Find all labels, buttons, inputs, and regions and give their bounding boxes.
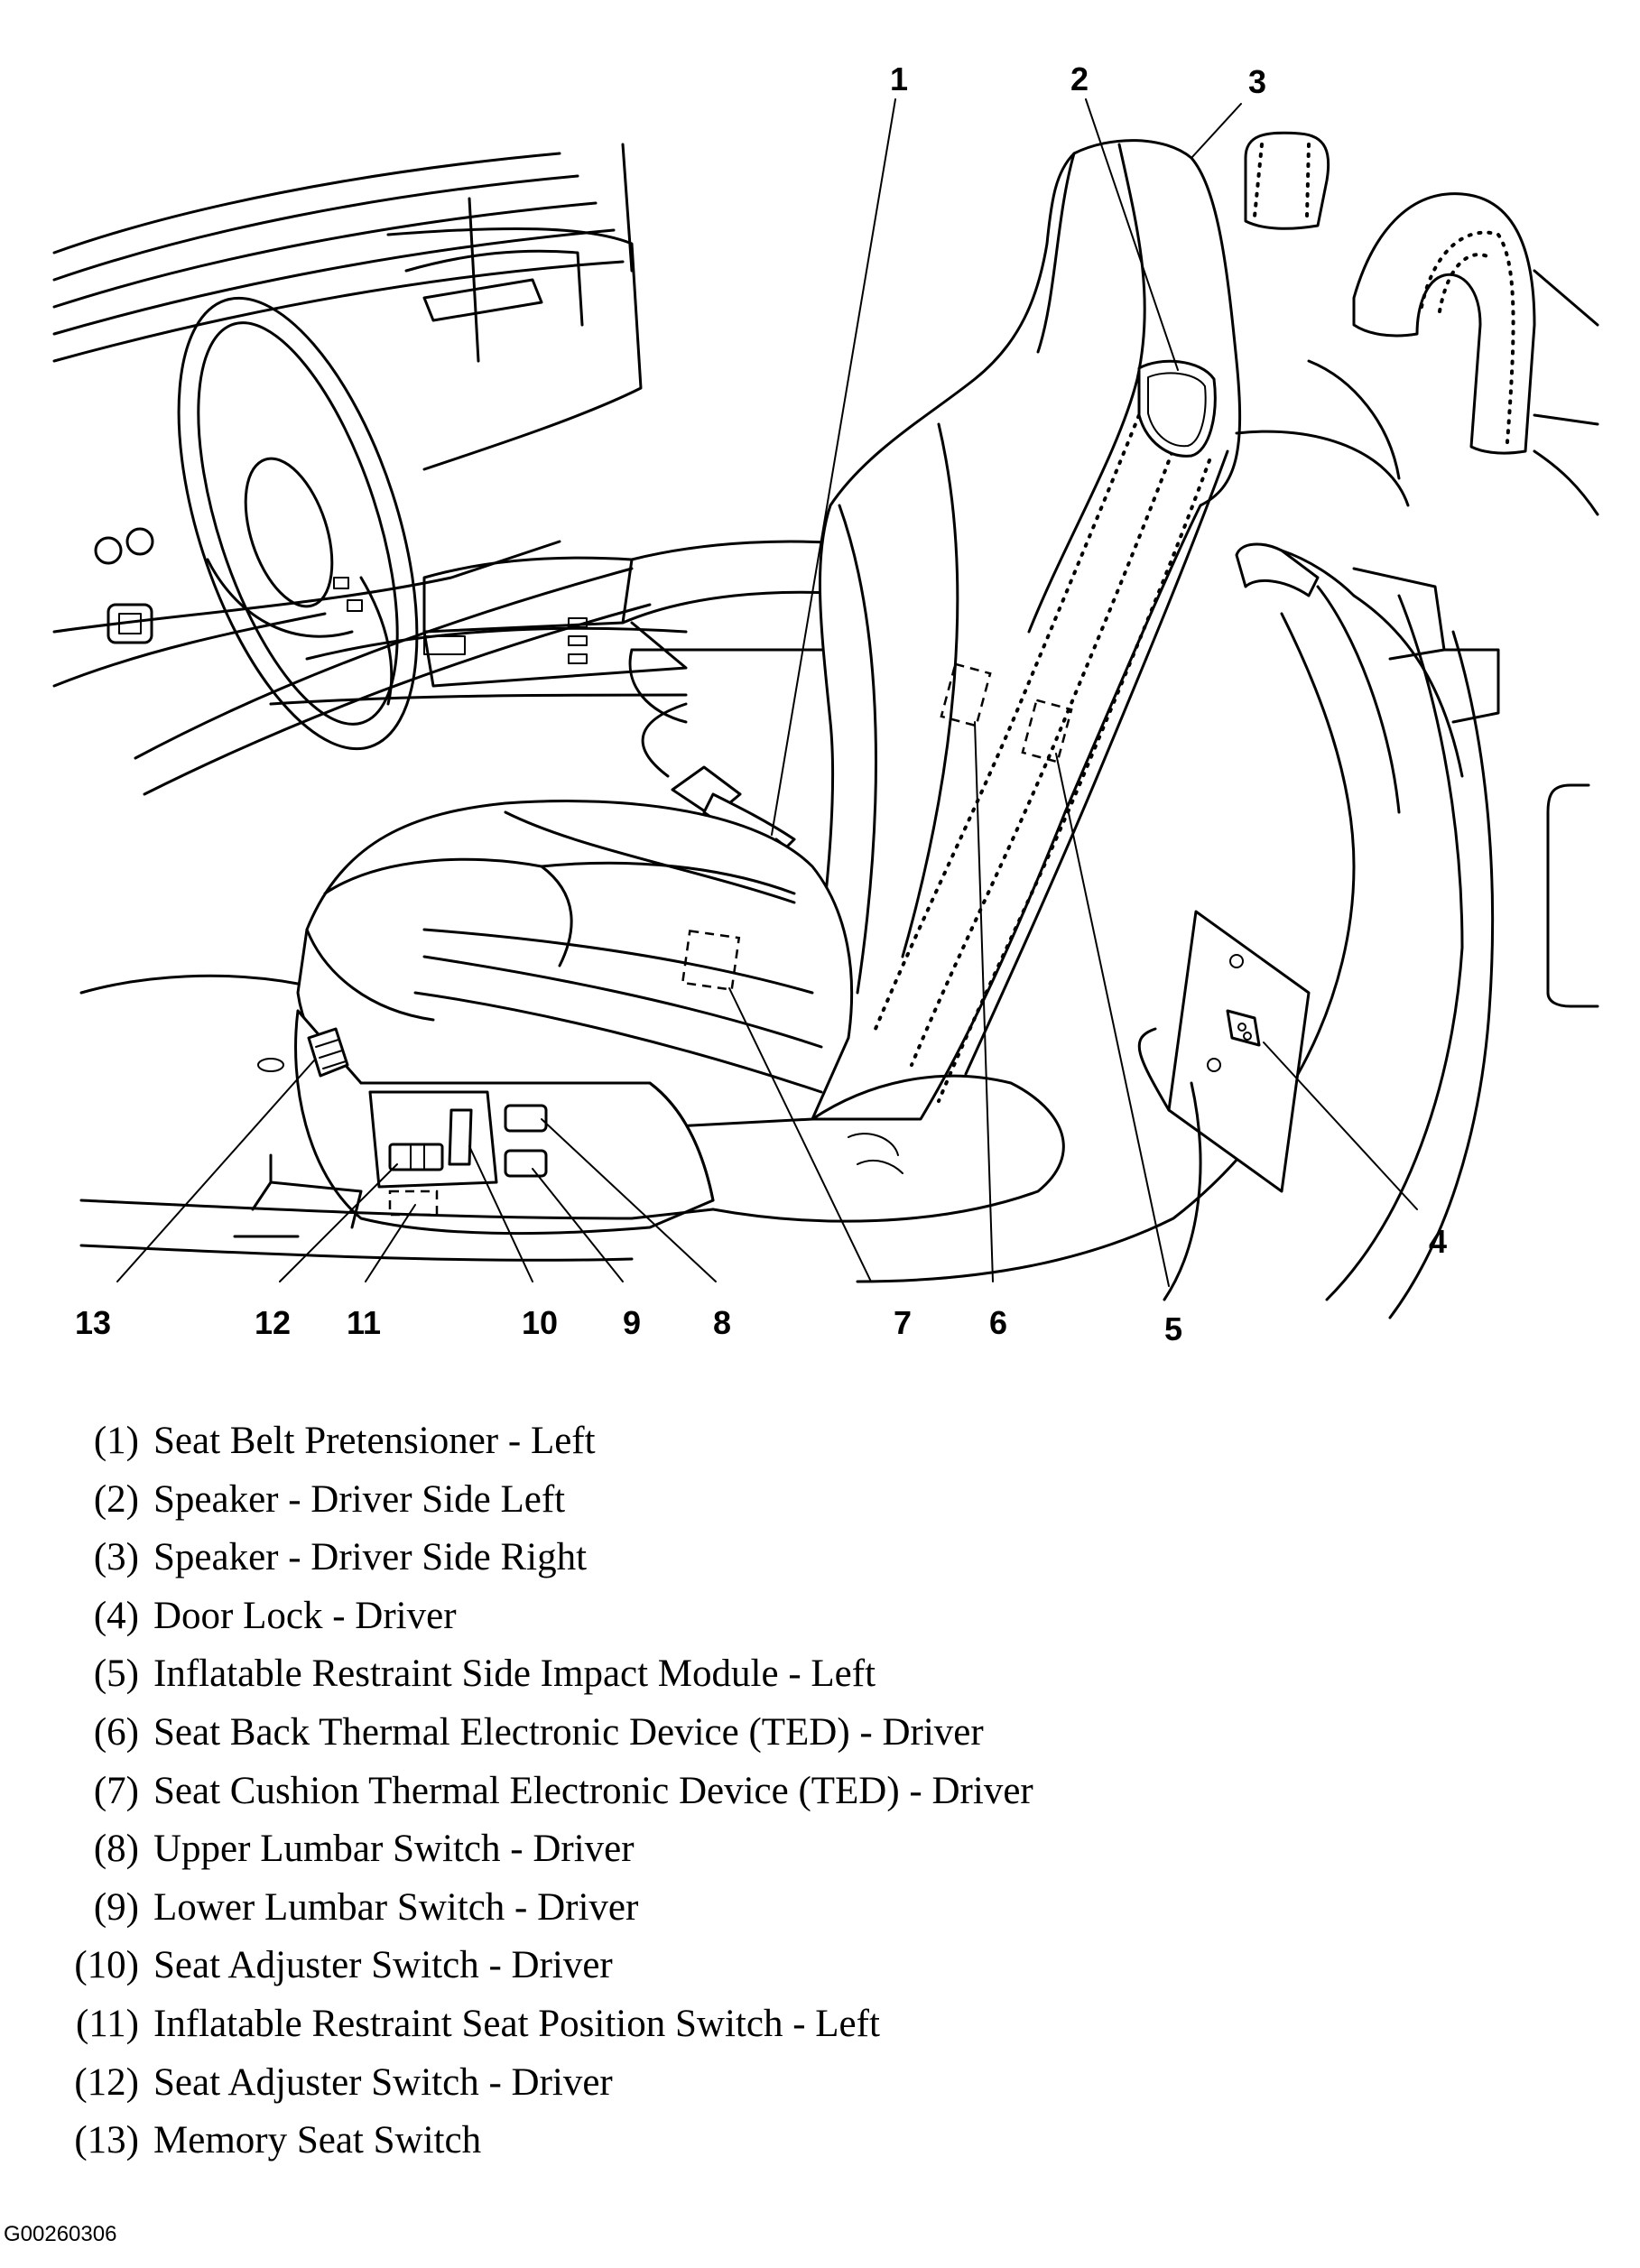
leader-10 [468, 1145, 533, 1282]
legend-item: (7) Seat Cushion Thermal Electronic Devic… [58, 1763, 1502, 1821]
legend-number: (7) [93, 1769, 139, 1812]
seat-base [79, 974, 715, 1262]
legend-number: (5) [93, 1652, 139, 1696]
leader-6 [974, 721, 994, 1282]
callout-11: 11 [347, 1304, 381, 1341]
legend-item: (12) Seat Adjuster Switch - Driver [58, 2054, 1502, 2113]
legend-number: (2) [93, 1477, 139, 1521]
leader-8 [541, 1118, 717, 1282]
seatback-ted-outline [940, 662, 992, 727]
component-legend: (1) Seat Belt Pretensioner - Left (2) Speak… [58, 1412, 1502, 2171]
leader-2 [1085, 98, 1179, 371]
cushion-ted-outline [681, 930, 741, 992]
legend-number: (6) [93, 1710, 139, 1754]
legend-text: Seat Adjuster Switch - Driver [153, 1944, 613, 1987]
callout-numbers: 1 2 3 4 5 6 7 8 9 10 11 12 13 [75, 60, 1447, 1347]
callout-5: 5 [1164, 1310, 1182, 1347]
seat-component-diagram: 1 2 3 4 5 6 7 8 9 10 11 12 13 [52, 60, 1599, 1347]
legend-number: (9) [93, 1885, 139, 1929]
legend-text: Upper Lumbar Switch - Driver [153, 1828, 635, 1871]
legend-text: Speaker - Driver Side Right [153, 1536, 588, 1579]
legend-text: Lower Lumbar Switch - Driver [153, 1885, 639, 1929]
leader-5 [1055, 753, 1170, 1287]
leader-4 [1263, 1041, 1418, 1210]
legend-item: (10) Seat Adjuster Switch - Driver [58, 1937, 1502, 1995]
callout-10: 10 [522, 1304, 558, 1341]
legend-text: Inflatable Restraint Seat Position Switc… [153, 2002, 880, 2045]
callout-1: 1 [890, 60, 908, 97]
callout-2: 2 [1070, 60, 1089, 97]
leader-12 [279, 1163, 398, 1282]
legend-number: (4) [93, 1594, 139, 1637]
legend-number: (12) [74, 2060, 139, 2104]
leader-7 [728, 987, 872, 1282]
legend-item: (2) Speaker - Driver Side Left [58, 1471, 1502, 1530]
legend-item: (5) Inflatable Restraint Side Impact Modu… [58, 1645, 1502, 1704]
legend-text: Speaker - Driver Side Left [153, 1477, 566, 1521]
side-impact-module-outline [1021, 699, 1073, 764]
seat-position-switch-outline [388, 1190, 439, 1217]
leader-11 [365, 1204, 416, 1282]
legend-number: (13) [74, 2119, 139, 2162]
legend-number: (8) [93, 1828, 139, 1871]
recline-switch-icon [448, 1108, 473, 1166]
dashboard-outline [52, 143, 652, 796]
legend-text: Seat Belt Pretensioner - Left [153, 1420, 596, 1462]
leader-3 [1191, 103, 1242, 159]
legend-text: Door Lock - Driver [153, 1594, 457, 1637]
upper-lumbar-switch-icon [504, 1104, 548, 1133]
legend-text: Seat Cushion Thermal Electronic Device (… [153, 1769, 1033, 1812]
legend-item: (13) Memory Seat Switch [58, 2112, 1502, 2171]
legend-item: (9) Lower Lumbar Switch - Driver [58, 1879, 1502, 1938]
legend-item: (6) Seat Back Thermal Electronic Device (… [58, 1704, 1502, 1763]
callout-13: 13 [75, 1304, 111, 1341]
legend-text: Memory Seat Switch [153, 2119, 482, 2162]
legend-number: (11) [75, 2002, 139, 2045]
legend-number: (10) [74, 1944, 139, 1987]
legend-item: (1) Seat Belt Pretensioner - Left [58, 1412, 1502, 1471]
legend-text: Seat Back Thermal Electronic Device (TED… [153, 1710, 984, 1754]
lower-lumbar-switch-icon [504, 1149, 548, 1178]
callout-3: 3 [1248, 63, 1266, 100]
steering-wheel [94, 296, 419, 751]
leader-lines [116, 98, 1418, 1287]
legend-number: (3) [93, 1536, 139, 1579]
seat-back [792, 139, 1242, 1121]
memory-seat-switch-icon [307, 1027, 349, 1078]
legend-item: (11) Inflatable Restraint Seat Position S… [58, 1995, 1502, 2054]
legend-item: (8) Upper Lumbar Switch - Driver [58, 1820, 1502, 1879]
rear-headrests [1244, 131, 1599, 516]
callout-8: 8 [713, 1304, 731, 1341]
callout-12: 12 [255, 1304, 291, 1341]
leader-13 [116, 1060, 315, 1282]
door-panel [856, 359, 1599, 1319]
callout-4: 4 [1429, 1223, 1447, 1260]
callout-7: 7 [894, 1304, 912, 1341]
legend-number: (1) [93, 1420, 139, 1462]
seat-adjuster-switch-icon [388, 1143, 444, 1171]
legend-item: (4) Door Lock - Driver [58, 1588, 1502, 1646]
figure-id: G00260306 [4, 2222, 117, 2246]
door-lock-plate [1167, 910, 1311, 1193]
legend-item: (3) Speaker - Driver Side Right [58, 1529, 1502, 1588]
legend-text: Seat Adjuster Switch - Driver [153, 2060, 613, 2104]
callout-9: 9 [623, 1304, 641, 1341]
legend-text: Inflatable Restraint Side Impact Module … [153, 1652, 876, 1696]
leader-9 [532, 1168, 624, 1282]
callout-6: 6 [989, 1304, 1007, 1341]
leader-1 [771, 98, 896, 836]
